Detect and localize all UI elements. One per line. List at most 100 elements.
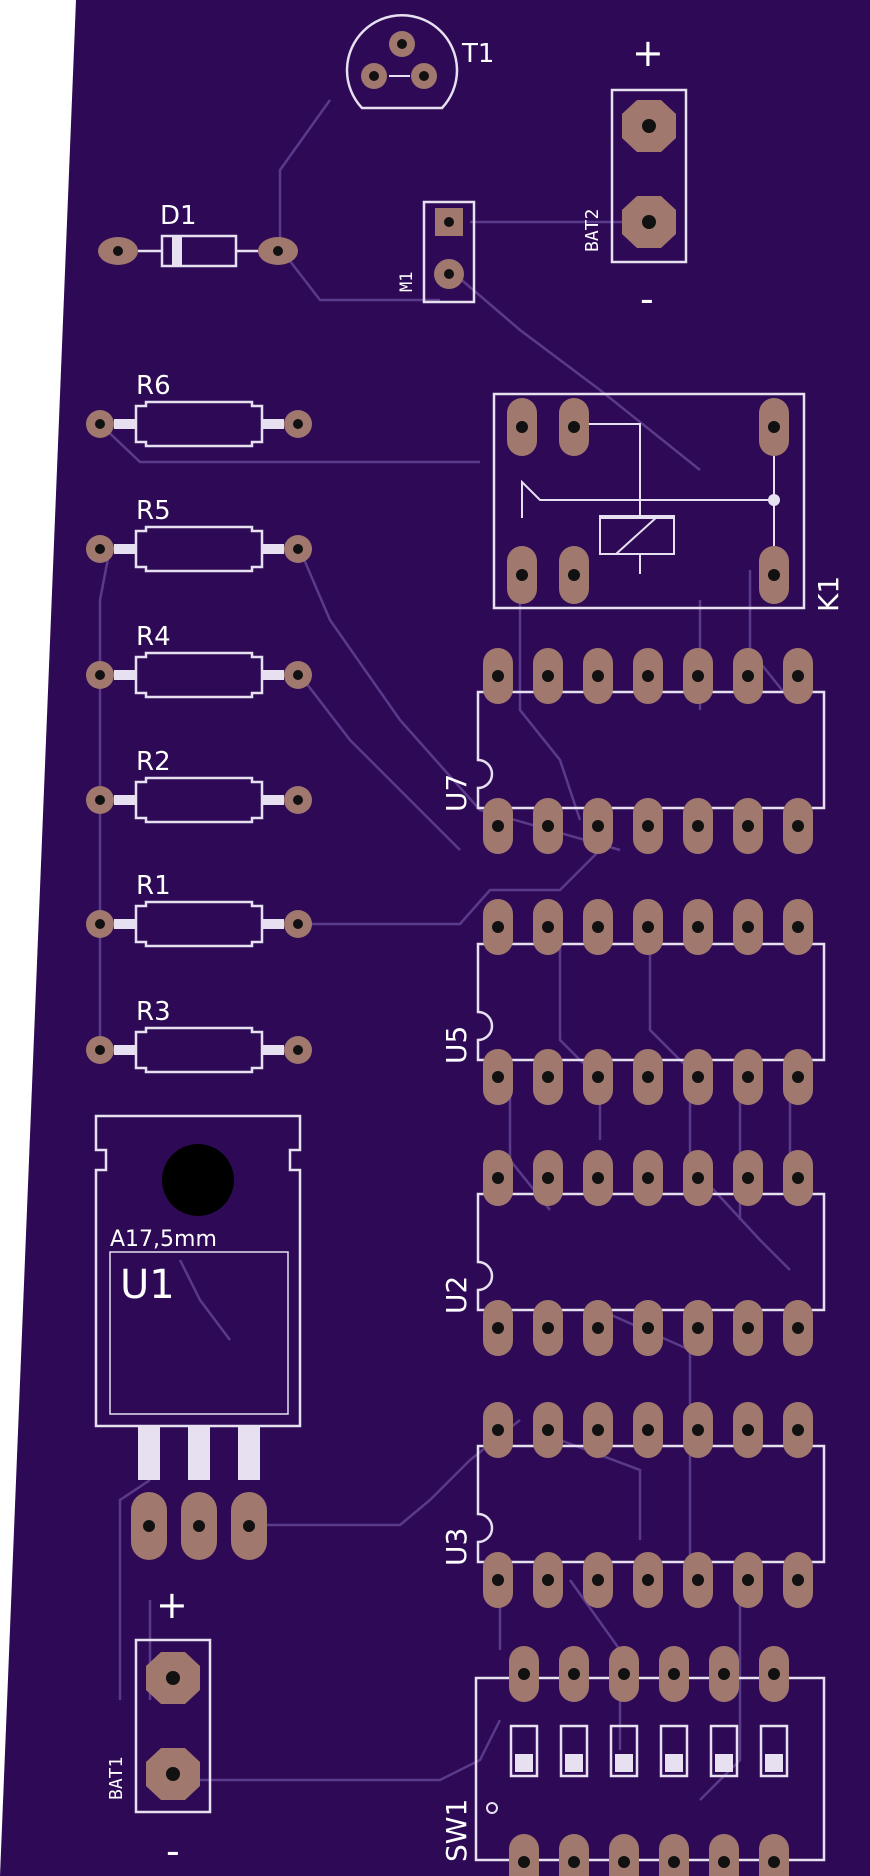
u3-pin-hole xyxy=(542,1574,554,1586)
sw1-pin-5 xyxy=(709,1834,739,1876)
sw1-pin-hole xyxy=(768,1856,780,1868)
u5-pin-hole xyxy=(492,1071,504,1083)
sw1-pin-hole xyxy=(518,1856,530,1868)
u2-pin-hole xyxy=(642,1172,654,1184)
u1-mounting-hole xyxy=(162,1144,234,1216)
sw1-pin-hole xyxy=(668,1856,680,1868)
resistor-r5: R5 xyxy=(86,496,312,573)
r3-body xyxy=(134,1026,264,1074)
sw1-pin-6 xyxy=(759,1834,789,1876)
r6-label: R6 xyxy=(136,371,171,401)
resistor-r2: R2 xyxy=(86,747,312,824)
u7-pin-hole xyxy=(692,820,704,832)
ic-u2: U2 xyxy=(440,1192,826,1314)
k1-outline xyxy=(492,392,806,610)
dip-switch-sw1: SW1 xyxy=(440,1646,826,1876)
d1-body xyxy=(160,234,238,268)
u7-pin-hole xyxy=(642,670,654,682)
u3-pin-hole xyxy=(592,1574,604,1586)
u5-pin-hole xyxy=(742,1071,754,1083)
bat1-plus-sign: + xyxy=(156,1583,188,1627)
sw1-switch-knob xyxy=(565,1754,583,1772)
bat2-minus-sign: - xyxy=(640,277,654,321)
u7-pin-hole xyxy=(542,670,554,682)
u2-pin-hole xyxy=(742,1172,754,1184)
u7-pin-hole xyxy=(742,670,754,682)
t1-pin-3-hole xyxy=(419,71,429,81)
relay-k1: K1 xyxy=(492,392,845,612)
sw1-outline xyxy=(474,1676,826,1862)
u5-outline xyxy=(476,942,826,1062)
sw1-switch-knob xyxy=(665,1754,683,1772)
u5-pin-hole xyxy=(542,1071,554,1083)
t1-pin-1-hole xyxy=(369,71,379,81)
r5-label: R5 xyxy=(136,496,171,526)
sw1-switch-1 xyxy=(509,1724,539,1778)
d1-cathode-band xyxy=(172,236,182,266)
resistor-r3: R3 xyxy=(86,997,312,1074)
ic-u5: U5 xyxy=(440,942,826,1064)
u2-pin-hole xyxy=(542,1322,554,1334)
u7-pin-hole xyxy=(692,670,704,682)
sw1-pin-2 xyxy=(559,1834,589,1876)
u3-pin-hole xyxy=(492,1574,504,1586)
sw1-switch-2 xyxy=(559,1724,589,1778)
r2-body xyxy=(134,776,264,824)
u2-pin-hole xyxy=(492,1322,504,1334)
r3-label: R3 xyxy=(136,997,171,1027)
diode-d1: D1 xyxy=(98,201,298,268)
sw1-switch-3 xyxy=(609,1724,639,1778)
u3-outline xyxy=(476,1444,826,1564)
d1-label: D1 xyxy=(160,201,197,231)
u5-pin-hole xyxy=(692,921,704,933)
sw1-pin-4 xyxy=(659,1834,689,1876)
t1-label: T1 xyxy=(461,39,494,69)
u2-pin-hole xyxy=(692,1172,704,1184)
r6-body xyxy=(134,400,264,448)
u2-outline xyxy=(476,1192,826,1312)
sw1-switch-5 xyxy=(709,1724,739,1778)
connector-m1: M1 xyxy=(397,200,476,304)
u5-pin-hole xyxy=(642,1071,654,1083)
u3-pin-hole xyxy=(642,1424,654,1436)
u2-pin-hole xyxy=(742,1322,754,1334)
u3-pin-hole xyxy=(742,1424,754,1436)
bat2-label: BAT2 xyxy=(582,209,603,252)
u1-heatsink-area xyxy=(109,1251,289,1415)
u2-pin-hole xyxy=(542,1172,554,1184)
sw1-pin-3 xyxy=(609,1834,639,1876)
u5-pin-hole xyxy=(542,921,554,933)
sw1-switch-6 xyxy=(759,1724,789,1778)
u7-pin-hole xyxy=(792,670,804,682)
u1-heatsink-label: A17,5mm xyxy=(110,1227,217,1252)
u7-outline xyxy=(476,690,826,810)
bat2-outline xyxy=(610,88,688,264)
sw1-pin-hole xyxy=(568,1856,580,1868)
sw1-label: SW1 xyxy=(440,1799,473,1862)
resistor-r1: R1 xyxy=(86,871,312,948)
sw1-switch-knob xyxy=(715,1754,733,1772)
u3-pin-hole xyxy=(792,1424,804,1436)
u5-pin-hole xyxy=(792,1071,804,1083)
u5-pin-hole xyxy=(692,1071,704,1083)
u3-pin-hole xyxy=(792,1574,804,1586)
u5-pin-hole xyxy=(642,921,654,933)
resistor-r4: R4 xyxy=(86,622,312,699)
u2-pin-hole xyxy=(642,1322,654,1334)
sw1-pin-hole xyxy=(518,1668,530,1680)
t1-outline xyxy=(345,14,459,110)
sw1-pin-1 xyxy=(509,1834,539,1876)
u7-pin-hole xyxy=(792,820,804,832)
u2-pin-hole xyxy=(492,1172,504,1184)
sw1-pin-hole xyxy=(618,1668,630,1680)
u1-tab-outline xyxy=(94,1114,302,1428)
sw1-switch-knob xyxy=(615,1754,633,1772)
u5-pin-hole xyxy=(592,1071,604,1083)
u7-label: U7 xyxy=(440,774,473,812)
u3-pin-hole xyxy=(692,1424,704,1436)
t1-pin-2-hole xyxy=(397,39,407,49)
battery-bat1: + - BAT1 xyxy=(106,1583,212,1873)
r4-body xyxy=(134,651,264,699)
sw1-switch-knob xyxy=(515,1754,533,1772)
u5-label: U5 xyxy=(440,1026,473,1064)
